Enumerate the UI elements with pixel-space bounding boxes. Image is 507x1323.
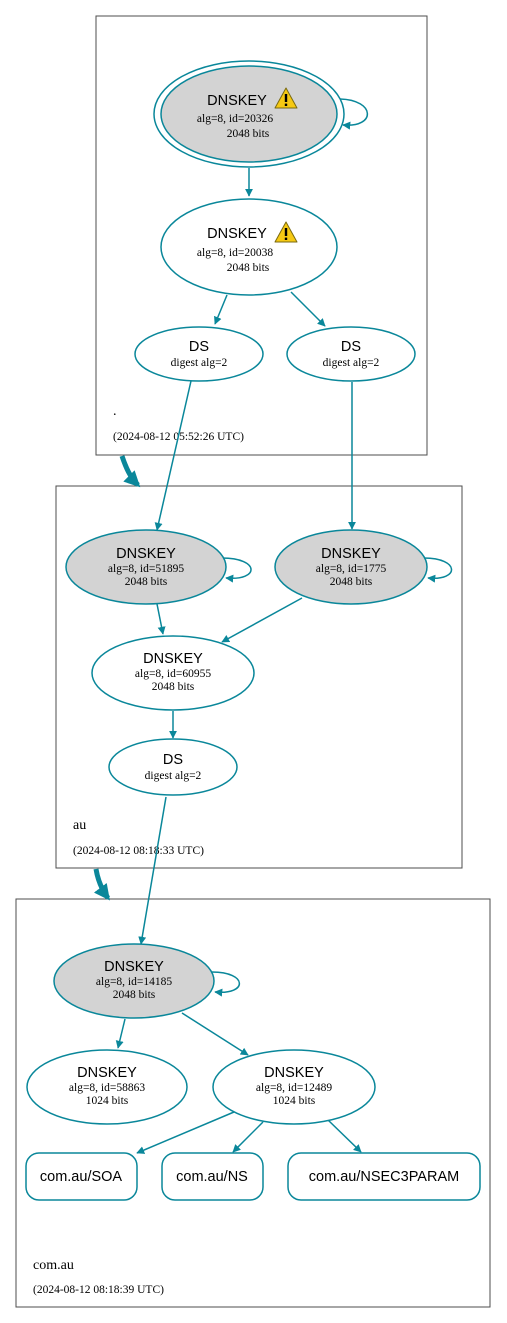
node-title: DNSKEY	[143, 651, 203, 667]
edge	[115, 1018, 126, 1049]
node-title: DS	[341, 339, 361, 355]
dnskey-node-au-1775[interactable]: DNSKEY alg=8, id=1775 2048 bits	[274, 529, 428, 605]
edge	[221, 597, 303, 643]
dnskey-node-root-ksk[interactable]: DNSKEY alg=8, id=20326 2048 bits	[153, 60, 345, 168]
node-title: DNSKEY	[264, 1065, 324, 1081]
ds-node-root-2[interactable]: DS digest alg=2	[286, 326, 416, 382]
node-detail: 2048 bits	[113, 989, 156, 1001]
ds-node-root-1[interactable]: DS digest alg=2	[134, 326, 264, 382]
node-title: DNSKEY	[207, 226, 267, 242]
node-title: DNSKEY	[104, 959, 164, 975]
node-detail: 1024 bits	[86, 1095, 129, 1107]
node-detail: digest alg=2	[145, 770, 202, 782]
node-title: DNSKEY	[116, 546, 176, 562]
edges	[115, 98, 453, 1154]
node-detail: alg=8, id=12489	[256, 1082, 332, 1094]
edge	[154, 380, 192, 531]
node-title: com.au/SOA	[40, 1169, 123, 1185]
edge	[138, 796, 167, 945]
edge	[214, 294, 228, 325]
node-detail: alg=8, id=51895	[108, 563, 184, 575]
node-title: DNSKEY	[321, 546, 381, 562]
dnskey-node-comau-58863[interactable]: DNSKEY alg=8, id=58863 1024 bits	[26, 1049, 188, 1125]
node-detail: alg=8, id=20038	[197, 247, 273, 259]
self-loop-edge	[221, 557, 252, 583]
node-detail: alg=8, id=20326	[197, 113, 273, 125]
edge	[156, 603, 166, 635]
node-detail: 2048 bits	[330, 576, 373, 588]
zone-timestamp: (2024-08-12 08:18:39 UTC)	[33, 1284, 164, 1296]
node-detail: 1024 bits	[273, 1095, 316, 1107]
zone-name: .	[113, 404, 117, 419]
ds-node-au[interactable]: DS digest alg=2	[108, 738, 238, 796]
node-title: DNSKEY	[77, 1065, 137, 1081]
delegation-arrow-au-comau	[93, 868, 111, 901]
rrset-node-soa[interactable]: com.au/SOA	[25, 1152, 138, 1201]
edge	[290, 291, 326, 327]
delegation-arrow-root-au	[119, 455, 141, 488]
dnskey-node-au-60955[interactable]: DNSKEY alg=8, id=60955 2048 bits	[91, 635, 255, 711]
node-detail: 2048 bits	[152, 681, 195, 693]
node-detail: alg=8, id=14185	[96, 976, 172, 988]
self-loop-edge	[423, 557, 453, 583]
node-title: com.au/NSEC3PARAM	[309, 1169, 459, 1185]
rrset-node-ns[interactable]: com.au/NS	[161, 1152, 264, 1201]
node-title: DS	[189, 339, 209, 355]
zone-com-au: com.au (2024-08-12 08:18:39 UTC)	[15, 898, 491, 1308]
node-title: com.au/NS	[176, 1169, 248, 1185]
zone-name: com.au	[33, 1258, 74, 1273]
edge	[136, 1111, 235, 1154]
warning-icon	[274, 87, 298, 109]
zone-au: au (2024-08-12 08:18:33 UTC)	[55, 485, 463, 869]
dnskey-node-root-zsk[interactable]: DNSKEY alg=8, id=20038 2048 bits	[160, 198, 338, 296]
edge	[181, 1012, 249, 1056]
dnskey-node-comau-12489[interactable]: DNSKEY alg=8, id=12489 1024 bits	[212, 1049, 376, 1125]
node-detail: alg=8, id=1775	[316, 563, 387, 575]
zone-name: au	[73, 818, 86, 833]
self-loop-edge	[211, 971, 241, 997]
dnskey-node-au-51895[interactable]: DNSKEY alg=8, id=51895 2048 bits	[65, 529, 227, 605]
warning-icon	[274, 221, 298, 243]
node-detail: alg=8, id=60955	[135, 668, 211, 680]
node-title: DNSKEY	[207, 93, 267, 109]
edge	[327, 1119, 362, 1153]
node-detail: alg=8, id=58863	[69, 1082, 145, 1094]
node-detail: 2048 bits	[227, 262, 270, 274]
node-detail: digest alg=2	[171, 357, 228, 369]
node-detail: 2048 bits	[227, 128, 270, 140]
edge	[232, 1121, 264, 1153]
zone-timestamp: (2024-08-12 08:18:33 UTC)	[73, 845, 204, 857]
node-detail: digest alg=2	[323, 357, 380, 369]
node-title: DS	[163, 752, 183, 768]
dnskey-node-comau-14185[interactable]: DNSKEY alg=8, id=14185 2048 bits	[53, 943, 215, 1019]
rrset-node-nsec3param[interactable]: com.au/NSEC3PARAM	[287, 1152, 481, 1201]
self-loop-edge	[339, 98, 369, 130]
node-detail: 2048 bits	[125, 576, 168, 588]
